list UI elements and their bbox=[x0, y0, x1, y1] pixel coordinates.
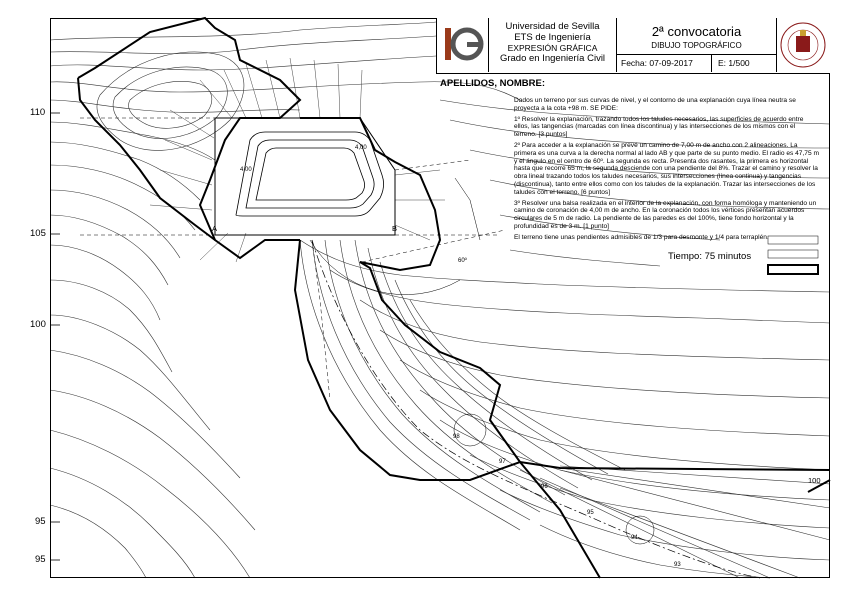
time-allowed: Tiempo: 75 minutos bbox=[668, 251, 752, 262]
road-centerline bbox=[311, 239, 761, 579]
road-level-96: 96 bbox=[541, 484, 548, 490]
statement-item-2: 2º Para acceder a la explanación se prev… bbox=[514, 141, 819, 196]
statement-intro: Dados un terreno por sus curvas de nivel… bbox=[514, 97, 796, 112]
exam-statement: Dados un terreno por sus curvas de nivel… bbox=[514, 97, 819, 245]
contour-label-100: 100 bbox=[808, 476, 821, 485]
call-title: 2ª convocatoria bbox=[651, 24, 742, 39]
dimension-top-label: 4,00 bbox=[355, 145, 367, 151]
line-legend bbox=[767, 235, 819, 275]
school-name: ETS de Ingeniería bbox=[514, 31, 591, 43]
point-b-label: B bbox=[392, 224, 398, 233]
level-label-95-b: 95 bbox=[35, 554, 46, 565]
level-label-110: 110 bbox=[30, 107, 46, 118]
platform-outline bbox=[214, 117, 396, 236]
title-block: Universidad de Sevilla ETS de Ingeniería… bbox=[436, 18, 830, 74]
road-level-98: 98 bbox=[453, 434, 460, 440]
road-level-95: 95 bbox=[587, 510, 594, 516]
platform-slope-lines bbox=[149, 57, 445, 263]
level-label-95-a: 95 bbox=[35, 516, 46, 527]
terrain-contours bbox=[49, 21, 831, 579]
statement-item-3: 3º Resolver una balsa realizada en el in… bbox=[514, 199, 817, 230]
exam-date: Fecha: 07-09-2017 bbox=[617, 55, 712, 72]
intersection-outline bbox=[77, 16, 831, 579]
dashed-tangents bbox=[80, 117, 506, 401]
road-level-94: 94 bbox=[631, 535, 638, 541]
call-block: 2ª convocatoria DIBUJO TOPOGRÁFICO bbox=[617, 18, 777, 55]
subject-name: EXPRESIÓN GRÁFICA bbox=[507, 43, 598, 53]
course-name: DIBUJO TOPOGRÁFICO bbox=[651, 41, 742, 50]
university-block: Universidad de Sevilla ETS de Ingeniería… bbox=[489, 18, 617, 72]
drawing-scale: E: 1/500 bbox=[712, 55, 777, 72]
statement-item-1: 1º Resolver la explanación, trazando tod… bbox=[514, 115, 804, 139]
ig-logo bbox=[437, 18, 489, 72]
angle-label: 60º bbox=[458, 258, 467, 264]
statement-note: El terreno tiene unas pendientes admisib… bbox=[514, 233, 769, 241]
student-name-field[interactable]: APELLIDOS, NOMBRE: bbox=[440, 78, 546, 89]
road-level-93: 93 bbox=[674, 562, 681, 568]
university-name: Universidad de Sevilla bbox=[505, 21, 600, 32]
road-level-97: 97 bbox=[499, 459, 506, 465]
university-seal-icon bbox=[777, 18, 829, 72]
degree-name: Grado en Ingeniería Civil bbox=[499, 52, 606, 64]
dimension-left-label: 4,00 bbox=[240, 167, 252, 173]
level-label-100: 100 bbox=[30, 319, 46, 330]
point-a-label: A bbox=[212, 224, 218, 233]
construction-arcs bbox=[309, 177, 655, 545]
level-label-105: 105 bbox=[30, 228, 46, 239]
axis-ticks bbox=[50, 112, 60, 561]
